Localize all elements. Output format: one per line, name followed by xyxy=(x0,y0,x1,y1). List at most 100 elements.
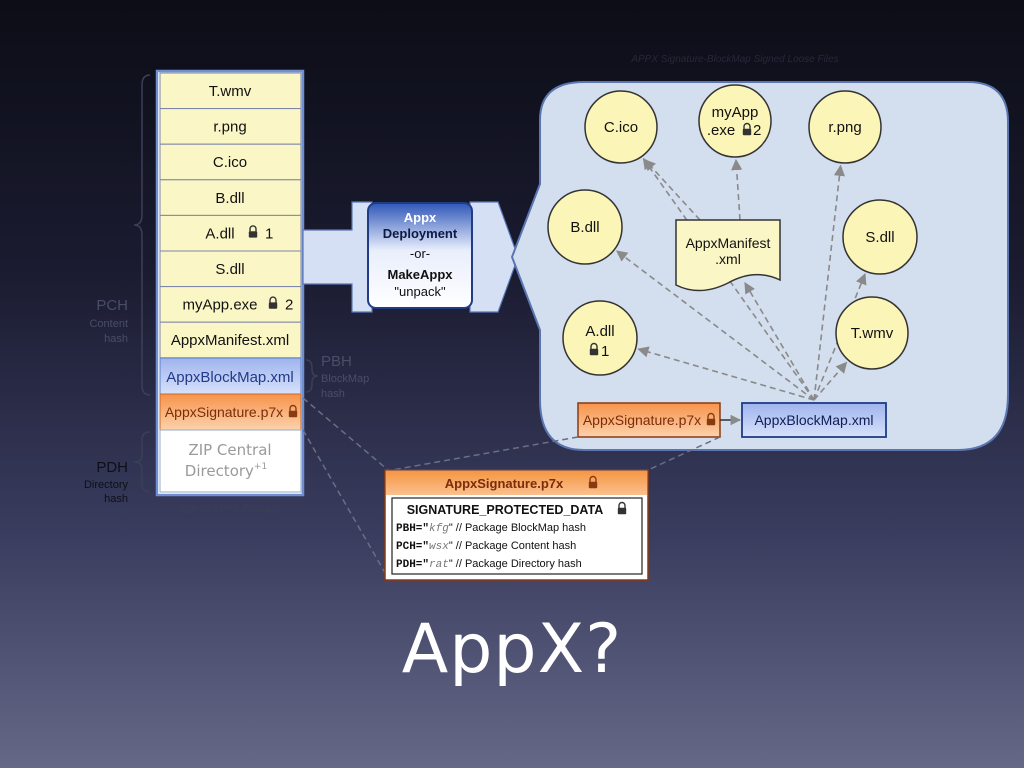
detail-row-comment: " // Package Directory hash xyxy=(449,558,582,570)
loose-blockmap-box: AppxBlockMap.xml xyxy=(741,402,887,438)
detail-header: SIGNATURE_PROTECTED_DATA xyxy=(407,503,604,517)
process-line4: MakeAppx xyxy=(387,267,453,282)
process-line1: Appx xyxy=(404,210,437,225)
pch-line1: Content xyxy=(89,318,128,330)
blockmap-label: AppxBlockMap.xml xyxy=(166,369,294,386)
package-file-cell: A.dll 1 xyxy=(159,214,302,252)
pbh-label: PBH BlockMap hash xyxy=(321,353,369,400)
package-file-cell: B.dll xyxy=(159,179,302,216)
package-file-label: B.dll xyxy=(215,190,244,207)
loose-signature-box: AppxSignature.p7x xyxy=(577,402,721,438)
package-file-cell: AppxManifest.xml xyxy=(159,321,302,359)
detail-row: PCH="wsx" // Package Content hash xyxy=(396,540,576,553)
signature-detail-box: AppxSignature.p7x SIGNATURE_PROTECTED_DA… xyxy=(384,469,649,581)
slide-title: AppX? xyxy=(402,610,623,689)
pch-abbr: PCH xyxy=(96,297,128,314)
signature-cell: AppxSignature.p7x xyxy=(159,393,302,431)
pdh-brace xyxy=(133,431,151,493)
process-line3: -or- xyxy=(410,246,430,261)
package-file-label: C.ico xyxy=(213,154,247,171)
blockmap-arrow xyxy=(616,250,815,401)
loose-file-label: A.dll xyxy=(585,323,614,340)
pbh-line1: BlockMap xyxy=(321,373,369,385)
package-file-badge: 2 xyxy=(285,297,293,314)
pch-brace xyxy=(133,74,151,396)
pch-line2: hash xyxy=(104,333,128,345)
loose-file-badge: 1 xyxy=(601,343,609,360)
loose-file-label: B.dll xyxy=(570,219,599,236)
process-box: Appx Deployment -or- MakeAppx "unpack" xyxy=(367,202,473,309)
signature-detail-connectors xyxy=(302,397,721,579)
package-file-label: S.dll xyxy=(215,261,244,278)
loose-signature-label: AppxSignature.p7x xyxy=(583,412,701,428)
detail-row-comment: " // Package BlockMap hash xyxy=(449,522,586,534)
package-file-cell: S.dll xyxy=(159,250,302,288)
pbh-abbr: PBH xyxy=(321,353,352,370)
package-file-cell: C.ico xyxy=(159,143,302,181)
loose-file-circle: S.dll xyxy=(842,199,918,275)
loose-file-label: .exe xyxy=(707,122,735,139)
package-file-label: A.dll xyxy=(205,225,234,242)
pch-label: PCH Content hash xyxy=(89,297,128,345)
detail-title: AppxSignature.p7x xyxy=(445,476,564,491)
blockmap-arrow xyxy=(813,361,848,401)
loose-file-label: r.png xyxy=(828,119,861,136)
pdh-line2: hash xyxy=(104,493,128,505)
package-file-cell: T.wmv xyxy=(159,72,302,110)
manifest-arrow xyxy=(644,159,701,221)
manifest-line1: AppxManifest xyxy=(686,235,771,251)
pdh-abbr: PDH xyxy=(96,459,128,476)
pdh-line1: Directory xyxy=(84,479,129,491)
detail-row-comment: " // Package Content hash xyxy=(449,540,576,552)
loose-file-circle: T.wmv xyxy=(835,296,909,370)
blockmap-cell: AppxBlockMap.xml xyxy=(159,357,302,395)
detail-row-key: PBH=" xyxy=(396,523,429,535)
detail-row-key: PDH=" xyxy=(396,559,429,571)
signature-label: AppxSignature.p7x xyxy=(165,404,283,420)
loose-caption: APPX Signature-BlockMap Signed Loose Fil… xyxy=(630,54,838,65)
loose-blockmap-label: AppxBlockMap.xml xyxy=(754,412,873,428)
pbh-line2: hash xyxy=(321,388,345,400)
process-line5: "unpack" xyxy=(394,284,446,299)
loose-file-label: C.ico xyxy=(604,119,638,136)
blockmap-arrow xyxy=(813,273,867,401)
package-file-badge: 1 xyxy=(265,225,273,242)
package-file-label: r.png xyxy=(213,119,246,136)
package-caption: Signed APPX Package xyxy=(179,504,281,515)
zip-line1: ZIP Central xyxy=(188,441,271,459)
detail-row-value: wsx xyxy=(429,541,449,553)
manifest-line2: .xml xyxy=(715,251,741,267)
zip-sup: +1 xyxy=(254,462,267,472)
loose-file-circle: A.dll 1 xyxy=(562,300,638,376)
manifest-document: AppxManifest .xml xyxy=(675,219,781,292)
pbh-brace xyxy=(305,359,319,393)
svg-text:Directory+1: Directory+1 xyxy=(185,462,267,480)
loose-file-circle: myApp.exe 2 xyxy=(698,84,772,158)
zip-line2: Directory xyxy=(185,462,254,480)
package-file-label: AppxManifest.xml xyxy=(171,332,289,349)
loose-file-label: S.dll xyxy=(865,229,894,246)
detail-row: PBH="kfg" // Package BlockMap hash xyxy=(396,522,586,535)
loose-file-circle: B.dll xyxy=(547,189,623,265)
package-file-cell: r.png xyxy=(159,108,302,145)
loose-file-circle: C.ico xyxy=(584,90,658,164)
blockmap-reference-arrows xyxy=(616,157,867,401)
pdh-label: PDH Directory hash xyxy=(84,459,129,505)
package-file-label: T.wmv xyxy=(209,83,252,100)
blockmap-arrow xyxy=(637,346,815,401)
loose-file-badge: 2 xyxy=(753,122,761,139)
detail-row-key: PCH=" xyxy=(396,541,429,553)
manifest-arrow xyxy=(731,158,743,221)
detail-row-value: rat xyxy=(429,559,449,571)
blockmap-arrow xyxy=(744,282,815,401)
detail-row-value: kfg xyxy=(429,523,449,535)
process-line2: Deployment xyxy=(383,226,458,241)
loose-file-circle: r.png xyxy=(808,90,882,164)
detail-row: PDH="rat" // Package Directory hash xyxy=(396,558,582,571)
zip-directory-cell: ZIP Central Directory+1 xyxy=(159,429,302,493)
loose-file-label: myApp xyxy=(712,104,759,121)
loose-file-label: T.wmv xyxy=(851,325,894,342)
